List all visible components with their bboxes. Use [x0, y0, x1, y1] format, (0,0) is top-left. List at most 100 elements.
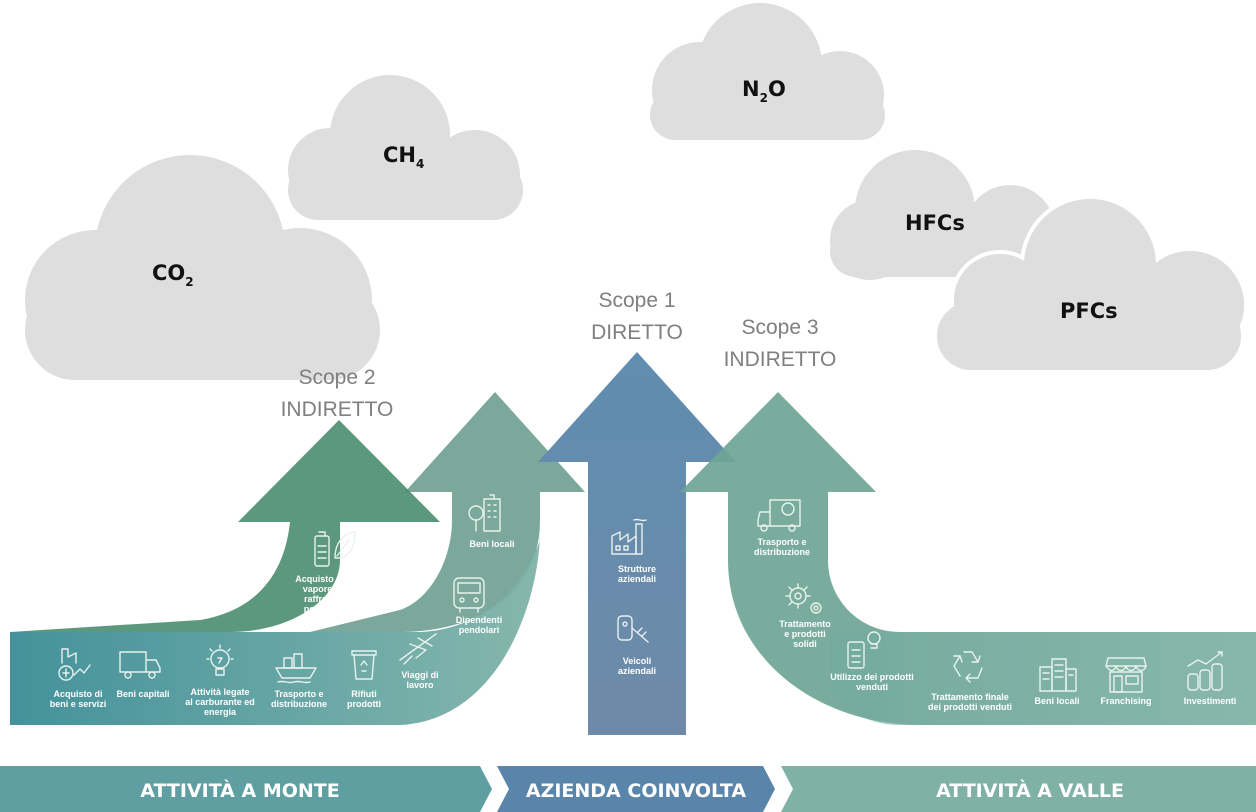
item-label-line: solidi — [793, 639, 817, 649]
svg-text:ATTIVITÀ A MONTE: ATTIVITÀ A MONTE — [140, 779, 339, 802]
item-label-line: distribuzione — [271, 699, 327, 709]
item-label-line: aziendali — [618, 574, 656, 584]
bar-company: AZIENDA COINVOLTA — [497, 766, 775, 812]
factory-icon — [611, 518, 647, 555]
gas-label-n2o: N2O — [742, 77, 786, 105]
item-label-line: Trattamento finale — [931, 692, 1009, 702]
item-label-line: Acquisto di — [54, 689, 103, 699]
svg-text:ATTIVITÀ A VALLE: ATTIVITÀ A VALLE — [936, 779, 1124, 802]
scope1-arrow — [538, 352, 736, 735]
bus-icon — [453, 577, 485, 613]
item-label-line: aziendali — [618, 666, 656, 676]
item-label-line: Franchising — [1100, 696, 1151, 706]
item-label-line: Investimenti — [1184, 696, 1237, 706]
item-label-line: prodotti — [347, 699, 381, 709]
svg-text:DIRETTO: DIRETTO — [591, 321, 683, 344]
item-label-line: Trasporto e — [757, 537, 806, 547]
battery-leaf-icon — [314, 531, 356, 567]
shop-icon — [1105, 657, 1147, 693]
svg-text:AZIENDA COINVOLTA: AZIENDA COINVOLTA — [526, 780, 747, 802]
item-label-line: Viaggi di — [401, 670, 438, 680]
upstream-arrow — [10, 392, 585, 632]
truck-icon — [119, 651, 161, 679]
item-label-line: raffreddamento — [304, 594, 371, 604]
lightbulb-icon — [206, 644, 234, 676]
item-label: Beni capitali — [116, 689, 169, 699]
svg-text:Scope 3: Scope 3 — [741, 316, 818, 339]
svg-text:Scope 1: Scope 1 — [598, 289, 675, 312]
local-buildings-icon — [1039, 658, 1077, 692]
item-label-line: distribuzione — [754, 547, 810, 557]
item-label-line: Attività legate — [190, 687, 249, 697]
gas-label-co2: CO2 — [152, 261, 194, 289]
airplane-icon — [399, 633, 437, 665]
svg-text:INDIRETTO: INDIRETTO — [281, 398, 394, 421]
item-label: Beni locali — [469, 539, 514, 549]
bar-upstream: ATTIVITÀ A MONTE — [0, 766, 492, 812]
item-label-line: pendolari — [459, 625, 500, 635]
item-label-line: vapore, calore e — [303, 584, 372, 594]
upstream-band — [10, 530, 540, 725]
item-label-line: Beni locali — [469, 539, 514, 549]
svg-text:Scope 2: Scope 2 — [298, 366, 375, 389]
svg-text:INDIRETTO: INDIRETTO — [724, 348, 837, 371]
scope3-label: Scope 3 INDIRETTO — [724, 316, 837, 371]
gas-label-hfcs: HFCs — [905, 211, 965, 235]
item-label-line: Strutture — [618, 564, 656, 574]
gas-label-pfcs: PFCs — [1060, 299, 1118, 323]
item-label-line: Acquisto elettricità, — [295, 574, 379, 584]
cloud-co2 — [25, 155, 380, 380]
item-label-line: e prodotti — [784, 629, 826, 639]
scope2-arrow — [10, 420, 440, 632]
item-label-line: Rifiuti — [351, 689, 377, 699]
gears-icon — [785, 583, 822, 614]
item-label-line: Trattamento — [779, 619, 831, 629]
item-label-line: Beni capitali — [116, 689, 169, 699]
bar-downstream: ATTIVITÀ A VALLE — [781, 766, 1256, 812]
item-label-line: Utilizzo dei prodotti — [830, 672, 914, 682]
item-label: Investimenti — [1184, 696, 1237, 706]
cloud-ch4 — [288, 75, 523, 220]
item-label-line: per uso proprio — [304, 604, 371, 614]
item-label-line: dei prodotti venduti — [928, 702, 1012, 712]
item-label-line: Trasporto e — [274, 689, 323, 699]
item-label-line: beni e servizi — [50, 699, 107, 709]
coins-chart-icon — [1187, 651, 1223, 691]
item-label-line: venduti — [856, 682, 888, 692]
ship-icon — [275, 653, 317, 684]
factory-money-icon — [58, 648, 91, 681]
cloud-n2o — [650, 3, 885, 140]
car-key-icon — [617, 615, 649, 643]
item-label: Beni locali — [1034, 696, 1079, 706]
item-label-line: energia — [204, 707, 237, 717]
recycle-bin-icon — [351, 650, 377, 680]
item-label-line: Beni locali — [1034, 696, 1079, 706]
delivery-truck-24-icon — [757, 499, 801, 532]
gas-label-ch4: CH4 — [383, 143, 424, 171]
item-label-line: al carburante ed — [185, 697, 255, 707]
scope2-label: Scope 2 INDIRETTO — [281, 366, 394, 421]
recycle-icon — [953, 651, 983, 683]
item-label-line: lavoro — [406, 680, 434, 690]
item-label: Franchising — [1100, 696, 1151, 706]
phone-bulb-icon — [847, 631, 881, 669]
item-label-line: Veicoli — [623, 656, 652, 666]
scope1-label: Scope 1 DIRETTO — [591, 289, 683, 344]
buildings-tree-icon — [468, 494, 501, 532]
item-label-line: Dipendenti — [456, 615, 503, 625]
